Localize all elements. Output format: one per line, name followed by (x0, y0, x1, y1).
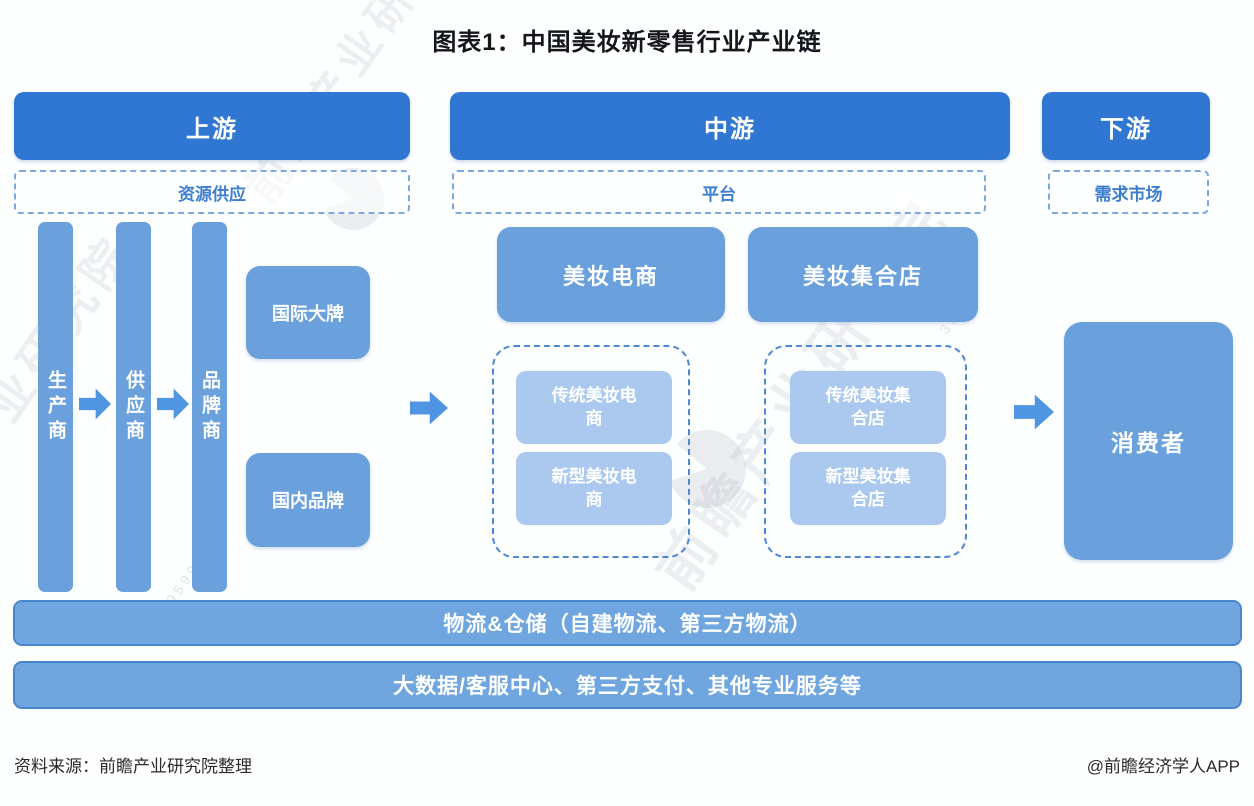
sub-box-traditional-store: 传统美妆集合店 (790, 371, 946, 444)
chain-bar-brand: 品牌商 (192, 222, 227, 592)
sub-box-new-ecommerce: 新型美妆电商 (516, 452, 672, 525)
support-bar-services: 大数据/客服中心、第三方支付、其他专业服务等 (13, 661, 1242, 709)
arrow-right-icon (79, 388, 111, 420)
sub-box-traditional-ecommerce: 传统美妆电商 (516, 371, 672, 444)
brand-box-domestic: 国内品牌 (246, 453, 370, 547)
chain-bar-producer: 生产商 (38, 222, 73, 592)
channel-box-ecommerce: 美妆电商 (497, 227, 725, 322)
consumer-box: 消费者 (1064, 322, 1233, 560)
midstream-header: 中游 (450, 92, 1010, 160)
sub-box-new-store: 新型美妆集合店 (790, 452, 946, 525)
support-bar-logistics: 物流&仓储（自建物流、第三方物流） (13, 600, 1242, 646)
upstream-label: 资源供应 (14, 170, 410, 214)
channel-box-collection-store: 美妆集合店 (748, 227, 978, 322)
brand-box-international: 国际大牌 (246, 266, 370, 359)
page-title: 图表1：中国美妆新零售行业产业链 (432, 29, 822, 56)
sub-box-label: 传统美妆电商 (551, 385, 637, 428)
chain-bar-supplier: 供应商 (116, 222, 151, 592)
arrow-right-icon (1014, 394, 1054, 430)
downstream-label: 需求市场 (1048, 170, 1209, 214)
sub-box-label: 传统美妆集合店 (825, 385, 911, 428)
midstream-label: 平台 (452, 170, 986, 214)
ecommerce-group (492, 345, 690, 558)
arrow-right-icon (410, 391, 448, 425)
footer-source: 资料来源：前瞻产业研究院整理 (14, 757, 252, 776)
downstream-header: 下游 (1042, 92, 1210, 160)
collection-store-group (764, 345, 967, 558)
sub-box-label: 新型美妆集合店 (825, 466, 911, 509)
arrow-right-icon (157, 388, 189, 420)
footer-credit: @前瞻经济学人APP (1086, 757, 1240, 776)
upstream-header: 上游 (14, 92, 410, 160)
sub-box-label: 新型美妆电商 (551, 466, 637, 509)
